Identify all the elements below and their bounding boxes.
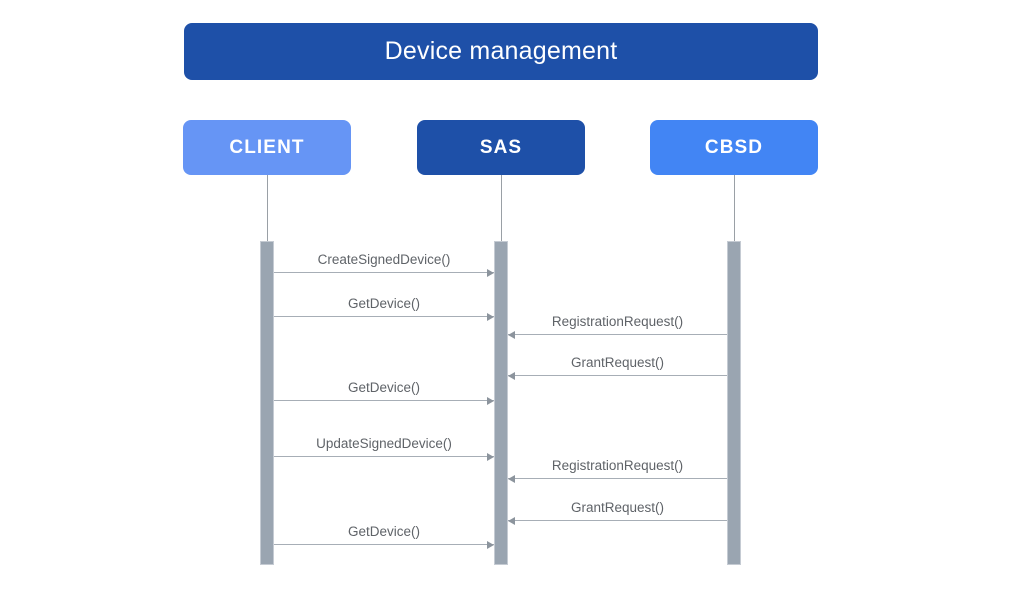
- message-line: [508, 334, 727, 335]
- participant-box-client[interactable]: CLIENT: [183, 120, 351, 175]
- activation-bar-sas: [494, 241, 508, 565]
- diagram-title-banner: Device management: [184, 23, 818, 80]
- arrow-head-right-icon: [487, 452, 494, 461]
- message-line: [508, 478, 727, 479]
- participant-label-sas: SAS: [479, 137, 523, 158]
- participant-box-sas[interactable]: SAS: [417, 120, 585, 175]
- participant-label-client: CLIENT: [229, 137, 305, 158]
- activation-bar-client: [260, 241, 274, 565]
- message-line: [274, 456, 494, 457]
- page-title: Device management: [384, 37, 618, 65]
- arrow-head-left-icon: [508, 330, 515, 339]
- lifeline-client: [267, 175, 268, 241]
- message-label: GetDevice(): [347, 296, 421, 311]
- message-label: RegistrationRequest(): [551, 314, 684, 329]
- message-line: [274, 400, 494, 401]
- arrow-head-left-icon: [508, 474, 515, 483]
- message-label: GrantRequest(): [570, 355, 665, 370]
- message-label: GetDevice(): [347, 524, 421, 539]
- lifeline-cbsd: [734, 175, 735, 241]
- message-label: UpdateSignedDevice(): [316, 436, 452, 451]
- arrow-head-left-icon: [508, 516, 515, 525]
- message-line: [508, 375, 727, 376]
- message-line: [274, 316, 494, 317]
- message-line: [274, 272, 494, 273]
- message-label: GrantRequest(): [570, 500, 665, 515]
- arrow-head-right-icon: [487, 396, 494, 405]
- participant-label-cbsd: CBSD: [704, 137, 764, 158]
- arrow-head-right-icon: [487, 312, 494, 321]
- lifeline-sas: [501, 175, 502, 241]
- activation-bar-cbsd: [727, 241, 741, 565]
- arrow-head-right-icon: [487, 540, 494, 549]
- message-label: RegistrationRequest(): [551, 458, 684, 473]
- arrow-head-left-icon: [508, 371, 515, 380]
- participant-box-cbsd[interactable]: CBSD: [650, 120, 818, 175]
- message-line: [274, 544, 494, 545]
- message-label: GetDevice(): [347, 380, 421, 395]
- arrow-head-right-icon: [487, 268, 494, 277]
- message-line: [508, 520, 727, 521]
- message-label: CreateSignedDevice(): [317, 252, 451, 267]
